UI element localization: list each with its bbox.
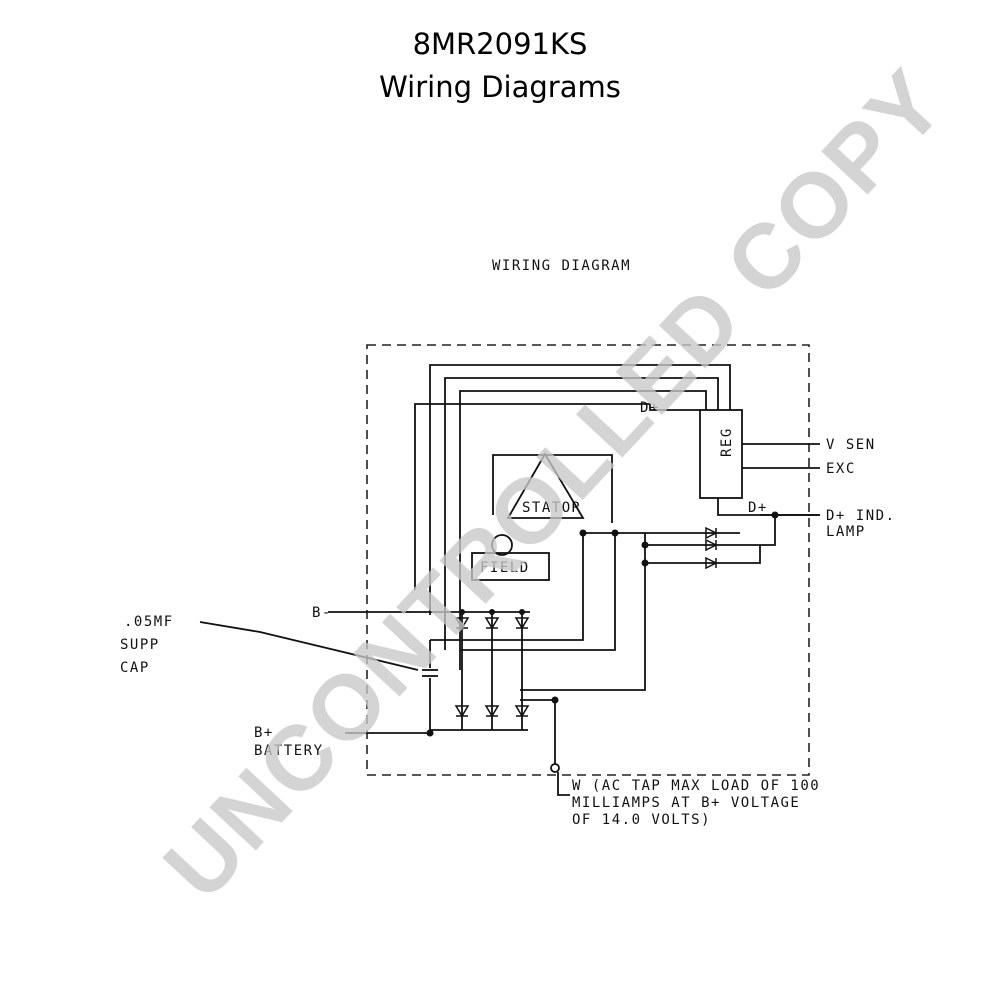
w-note-line-2: MILLIAMPS AT B+ VOLTAGE — [572, 795, 800, 811]
battery-label: BATTERY — [254, 743, 324, 759]
reg-label: REG — [719, 427, 735, 457]
cap-label-3: CAP — [120, 660, 150, 676]
d-plus-label: D+ — [748, 500, 768, 516]
cap-label-1: .05MF — [124, 614, 174, 630]
page-subtitle: Wiring Diagrams — [379, 70, 621, 104]
junction-dots — [426, 511, 779, 737]
wiring-lines — [199, 364, 820, 796]
lamp-label: LAMP — [826, 524, 866, 540]
d-plus-ind-label: D+ IND. — [826, 508, 896, 524]
watermark: UNCONTROLLED COPY — [145, 50, 964, 918]
w-note-line-3: OF 14.0 VOLTS) — [572, 812, 711, 828]
v-sen-label: V SEN — [826, 437, 876, 453]
cap-label-2: SUPP — [120, 637, 160, 653]
rectifier-diodes — [454, 526, 718, 718]
stator-label: STATOR — [522, 500, 582, 516]
d-plus-top-label: D+ — [640, 400, 660, 416]
exc-label: EXC — [826, 461, 856, 477]
b-minus-label: B- — [312, 605, 332, 621]
page-title: 8MR2091KS — [412, 27, 588, 61]
diagram-heading: WIRING DIAGRAM — [492, 258, 631, 274]
b-plus-label: B+ — [254, 725, 274, 741]
w-note-line-1: W (AC TAP MAX LOAD OF 100 — [572, 778, 820, 794]
field-label: FIELD — [480, 560, 530, 576]
